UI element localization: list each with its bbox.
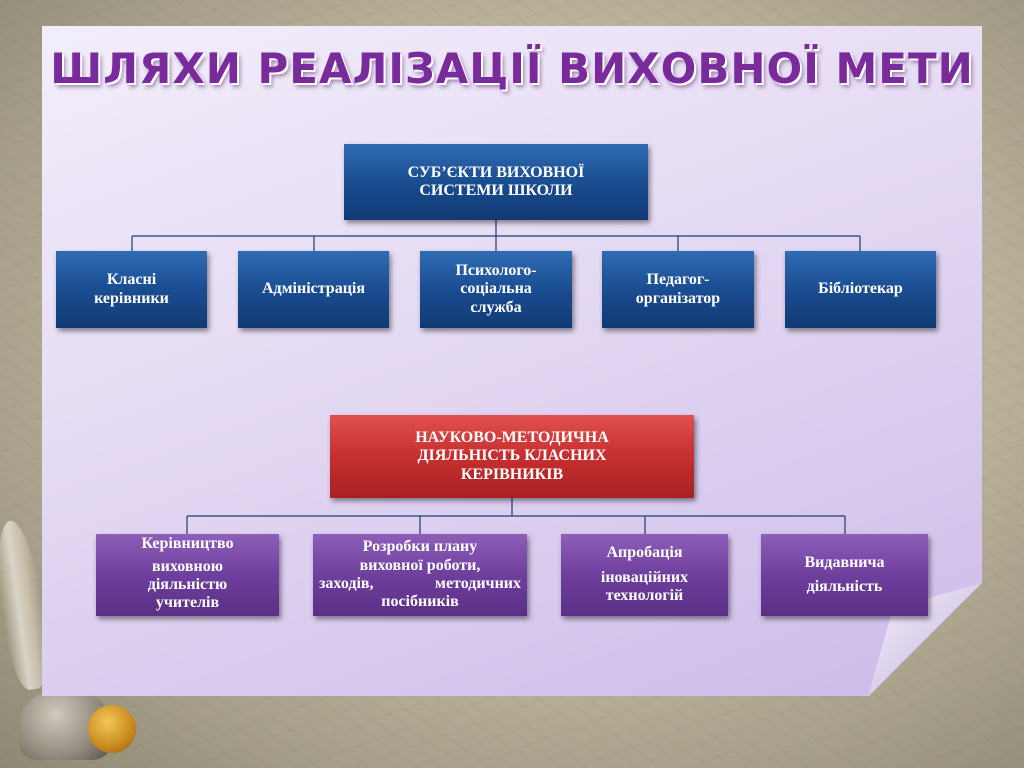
node-publishing: Видавнича діяльність xyxy=(761,534,928,616)
node-pedagogue-organizer: Педагог- організатор xyxy=(602,251,754,328)
node-librarian: Бібліотекар xyxy=(785,251,936,328)
node-innovation-testing: Апробація іноваційних технологій xyxy=(561,534,728,616)
node-psych-social-service: Психолого- соціальна служба xyxy=(420,251,572,328)
slide-title: ШЛЯХИ РЕАЛІЗАЦІЇ ВИХОВНОЇ МЕТИ xyxy=(50,44,974,93)
seal-decoration xyxy=(88,705,136,753)
node-administration: Адміністрація xyxy=(238,251,389,328)
node-methodical-activity: НАУКОВО-МЕТОДИЧНА ДІЯЛЬНІСТЬ КЛАСНИХ КЕР… xyxy=(330,415,694,498)
node-class-teachers: Класні керівники xyxy=(56,251,207,328)
node-school-subjects: СУБ’ЄКТИ ВИХОВНОЇ СИСТЕМИ ШКОЛИ xyxy=(344,144,648,220)
node-plan-development: Розробки плану виховної роботи, заходів,… xyxy=(313,534,527,616)
node-guidance-teachers: Керівництво виховною діяльністю учителів xyxy=(96,534,279,616)
